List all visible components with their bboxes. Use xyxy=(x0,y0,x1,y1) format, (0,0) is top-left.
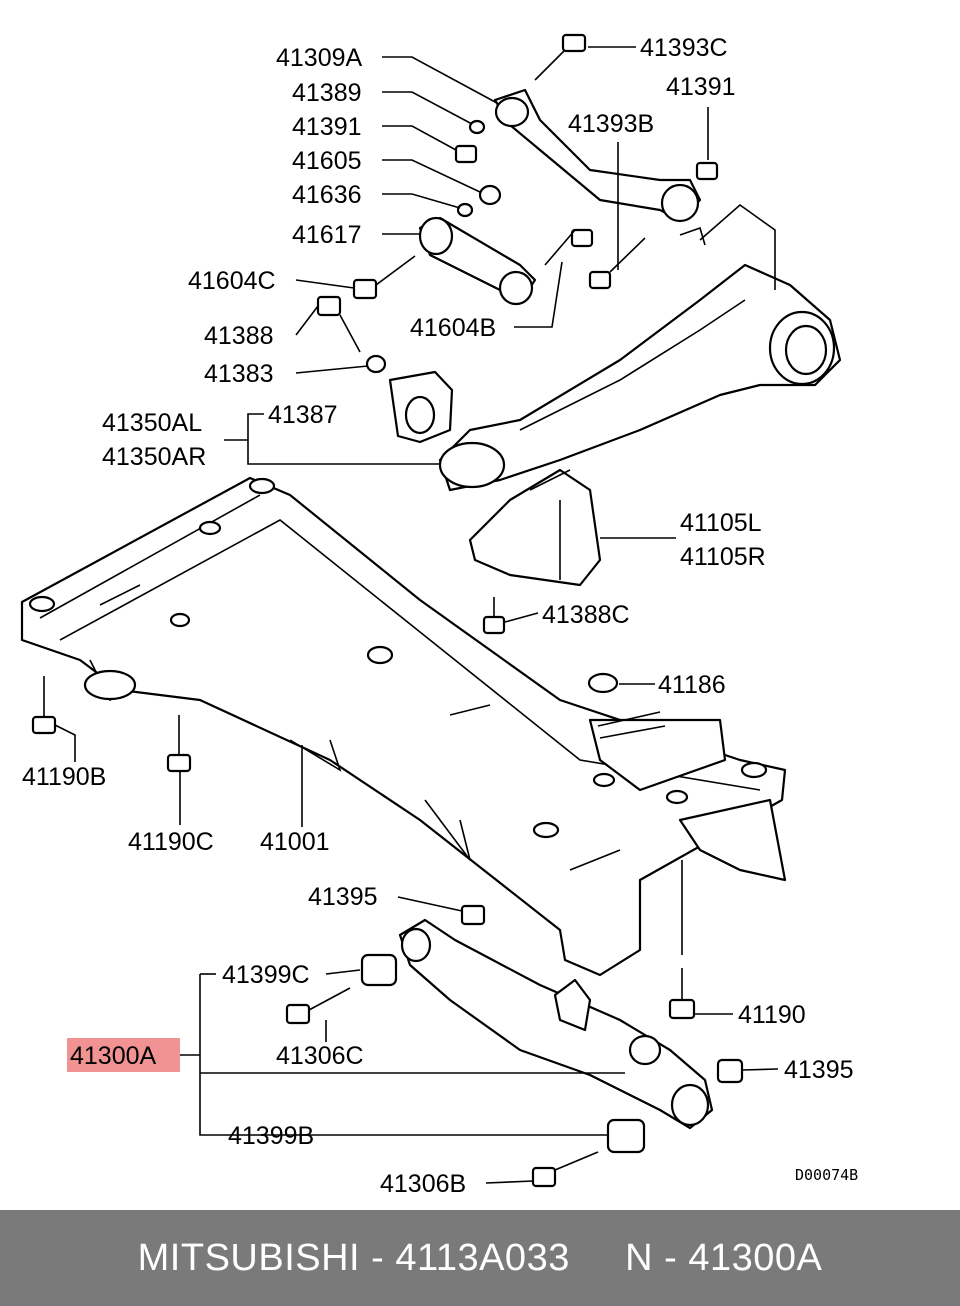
label-41605: 41605 xyxy=(292,147,362,175)
subframe-41001 xyxy=(20,476,787,977)
label-41105R: 41105R xyxy=(680,543,766,571)
upper-arm-41393 xyxy=(493,88,702,223)
label-41383: 41383 xyxy=(204,360,274,388)
label-41186: 41186 xyxy=(658,671,726,699)
footer-bar: MITSUBISHI - 4113A033 N - 41300A xyxy=(0,1210,960,1306)
bracket-41105 xyxy=(468,468,602,587)
part-number-caption: MITSUBISHI - 4113A033 N - 41300A xyxy=(137,1236,823,1279)
label-41617: 41617 xyxy=(292,221,362,249)
highlight-box xyxy=(67,1038,180,1072)
label-41391: 41391 xyxy=(292,113,362,141)
label-41393B: 41393B xyxy=(568,110,654,138)
label-41306C: 41306C xyxy=(276,1042,364,1070)
toe-link-41617 xyxy=(418,216,537,306)
label-41190B: 41190B xyxy=(22,763,106,791)
label-41391-upper: 41391 xyxy=(666,73,736,101)
label-41393C: 41393C xyxy=(640,34,728,62)
label-41395: 41395 xyxy=(784,1056,854,1084)
label-41604C: 41604C xyxy=(188,267,276,295)
label-41309A: 41309A xyxy=(276,44,363,72)
label-41001: 41001 xyxy=(260,828,330,856)
label-41388C: 41388C xyxy=(542,601,630,629)
label-41350AR: 41350AR xyxy=(102,443,206,471)
label-41190: 41190 xyxy=(738,1001,806,1029)
leader-lines xyxy=(54,46,779,1184)
label-41388: 41388 xyxy=(204,322,274,350)
label-41190C: 41190C xyxy=(128,828,214,856)
part-labels: 41309A 41393C 41389 41391 41391 41393B 4… xyxy=(22,34,858,1198)
label-41300A: 41300A xyxy=(70,1042,157,1070)
label-41636: 41636 xyxy=(292,181,362,209)
bushing-41387 xyxy=(388,370,454,444)
label-41105L: 41105L xyxy=(680,509,762,537)
hardware xyxy=(31,33,744,1188)
label-41399C: 41399C xyxy=(222,961,310,989)
label-41306B: 41306B xyxy=(380,1170,466,1198)
trailing-arm-41350 xyxy=(438,203,842,492)
label-41350AL: 41350AL xyxy=(102,409,202,437)
parts-diagram: 41309A 41393C 41389 41391 41391 41393B 4… xyxy=(20,33,858,1198)
label-41399B: 41399B xyxy=(228,1122,314,1150)
label-41387: 41387 xyxy=(268,401,338,429)
diagram-code: D00074B xyxy=(795,1166,858,1184)
label-41389: 41389 xyxy=(292,79,362,107)
label-41395-upper: 41395 xyxy=(308,883,378,911)
label-41604B: 41604B xyxy=(410,314,496,342)
lower-arm-41300A xyxy=(398,918,714,1130)
